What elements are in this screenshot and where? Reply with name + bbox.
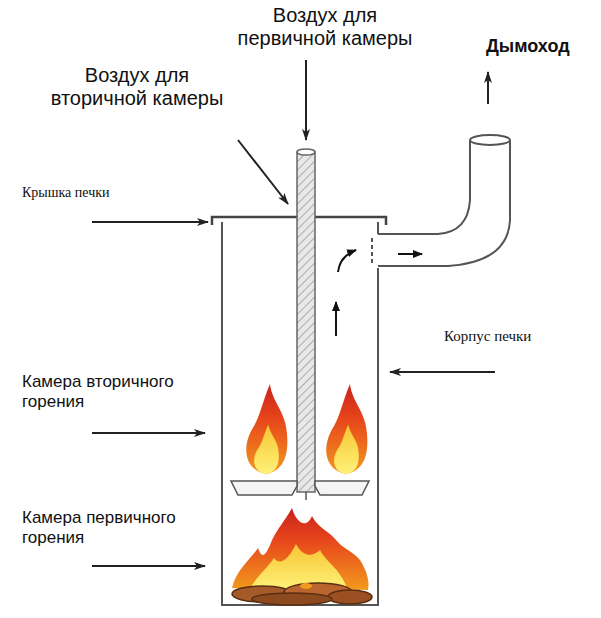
flue-opening [371,238,373,264]
lid-label: Крышка печки [22,185,182,201]
burner-tray [315,481,369,495]
primary-fire [232,508,369,590]
leader-arrow [305,60,307,140]
chamber-label: Камера первичного горения [22,508,214,547]
flow-arrow [338,250,356,272]
chimney-top [470,135,510,145]
chimney-label: Дымоход [486,36,596,57]
air-tube-top [297,149,315,155]
air-outlet [305,492,307,500]
air-tube [297,152,315,492]
leader-arrow [92,221,208,223]
secondary-flame [246,384,287,474]
secondary-flame [326,384,367,474]
flow-arrow [398,253,422,255]
leader-arrow [92,432,205,434]
stove-body [377,222,379,234]
leader-arrow [92,565,205,567]
air-label: Воздух для первичной камеры [222,4,428,50]
chamber-label: Камера вторичного горения [22,372,214,411]
chimney-pipe [378,140,510,266]
leader-arrow [390,371,495,373]
chimney-pipe [378,140,470,234]
body-label: Корпус печки [444,328,594,345]
leader-arrow [238,140,288,204]
flow-arrow [335,302,337,336]
leader-arrow [487,72,489,104]
air-label: Воздух для вторичной камеры [34,64,240,110]
firewood [232,583,372,605]
burner-tray [231,481,297,495]
